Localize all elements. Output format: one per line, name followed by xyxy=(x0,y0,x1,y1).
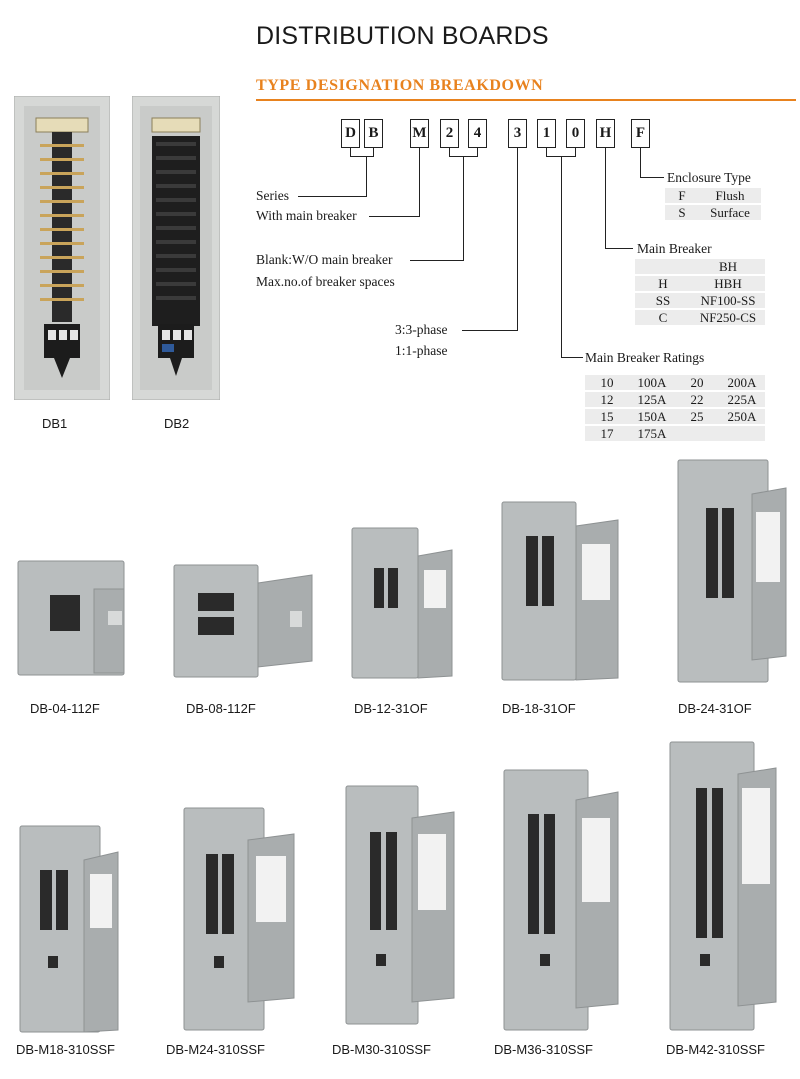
code-char-3: 3 xyxy=(508,119,527,148)
code-char-b: B xyxy=(364,119,383,148)
db-m24-310ssf-label: DB-M24-310SSF xyxy=(166,1042,265,1057)
leader-line xyxy=(605,248,633,249)
db-12-31of-image xyxy=(350,526,456,684)
db-m24-310ssf-image xyxy=(182,806,296,1034)
db-04-112f-label: DB-04-112F xyxy=(30,701,100,716)
main-breaker-table: BH H HBH SS NF100-SS C NF250-CS xyxy=(635,257,765,327)
leader-line xyxy=(640,148,641,177)
leader-line xyxy=(369,216,420,217)
table-row: SS NF100-SS xyxy=(635,293,765,308)
table-row: C NF250-CS xyxy=(635,310,765,325)
label-without-main-breaker: Blank:W/O main breaker xyxy=(256,252,393,267)
leader-line xyxy=(517,148,518,330)
db2-label: DB2 xyxy=(164,416,190,431)
enclosure-type-heading: Enclosure Type xyxy=(667,170,751,185)
subtitle-rule xyxy=(256,99,796,101)
leader-line xyxy=(463,156,464,260)
db-m30-310ssf-label: DB-M30-310SSF xyxy=(332,1042,431,1057)
leader-line xyxy=(477,148,478,156)
db-18-31of-label: DB-18-31OF xyxy=(502,701,576,716)
main-breaker-ratings-heading: Main Breaker Ratings xyxy=(585,350,705,365)
label-series: Series xyxy=(256,188,289,203)
table-row: F Flush xyxy=(665,188,761,203)
db-08-112f-image xyxy=(172,563,316,681)
table-row: H HBH xyxy=(635,276,765,291)
table-row: 17 175A xyxy=(585,426,765,441)
leader-line xyxy=(419,148,420,216)
db-m42-310ssf-label: DB-M42-310SSF xyxy=(666,1042,765,1057)
leader-line xyxy=(561,357,583,358)
db-04-112f-image xyxy=(16,559,128,677)
label-three-phase: 3:3-phase xyxy=(395,322,448,337)
db-m42-310ssf-image xyxy=(668,740,780,1034)
db-12-31of-label: DB-12-31OF xyxy=(354,701,428,716)
leader-line xyxy=(462,330,518,331)
db-24-31of-label: DB-24-31OF xyxy=(678,701,752,716)
leader-line xyxy=(410,260,464,261)
db2-interior-image xyxy=(132,96,220,400)
code-char-f: F xyxy=(631,119,650,148)
main-breaker-heading: Main Breaker xyxy=(637,241,712,256)
label-max-breaker-spaces: Max.no.of breaker spaces xyxy=(256,274,395,289)
leader-line xyxy=(366,156,367,196)
table-row: 10 100A 20 200A xyxy=(585,375,765,390)
db-24-31of-image xyxy=(676,458,788,684)
table-row: 12 125A 22 225A xyxy=(585,392,765,407)
code-char-d: D xyxy=(341,119,360,148)
db-m36-310ssf-label: DB-M36-310SSF xyxy=(494,1042,593,1057)
code-char-h: H xyxy=(596,119,615,148)
label-with-main-breaker: With main breaker xyxy=(256,208,357,223)
db-18-31of-image xyxy=(500,500,620,684)
leader-line xyxy=(546,148,547,156)
leader-line xyxy=(449,148,450,156)
leader-line xyxy=(640,177,664,178)
table-row: 15 150A 25 250A xyxy=(585,409,765,424)
leader-line xyxy=(561,156,562,358)
db-m18-310ssf-image xyxy=(18,824,120,1036)
code-char-2: 2 xyxy=(440,119,459,148)
leader-line xyxy=(575,148,576,156)
db-08-112f-label: DB-08-112F xyxy=(186,701,256,716)
code-char-0: 0 xyxy=(566,119,585,148)
leader-line xyxy=(298,196,367,197)
table-row: BH xyxy=(635,259,765,274)
code-char-4: 4 xyxy=(468,119,487,148)
page-title: DISTRIBUTION BOARDS xyxy=(256,22,549,50)
db1-label: DB1 xyxy=(42,416,68,431)
main-breaker-ratings-table: 10 100A 20 200A 12 125A 22 225A 15 150A … xyxy=(585,373,765,443)
leader-line xyxy=(605,148,606,248)
enclosure-type-table: F Flush S Surface xyxy=(665,186,761,222)
leader-line xyxy=(350,148,351,156)
db-m30-310ssf-image xyxy=(344,784,456,1028)
leader-line xyxy=(373,148,374,156)
table-row: S Surface xyxy=(665,205,761,220)
db-m18-310ssf-label: DB-M18-310SSF xyxy=(16,1042,115,1057)
code-char-1: 1 xyxy=(537,119,556,148)
db-m36-310ssf-image xyxy=(502,768,620,1034)
label-one-phase: 1:1-phase xyxy=(395,343,448,358)
code-char-m: M xyxy=(410,119,429,148)
db1-interior-image xyxy=(14,96,110,400)
leader-line xyxy=(350,156,374,157)
section-subtitle: TYPE DESIGNATION BREAKDOWN xyxy=(256,77,544,94)
